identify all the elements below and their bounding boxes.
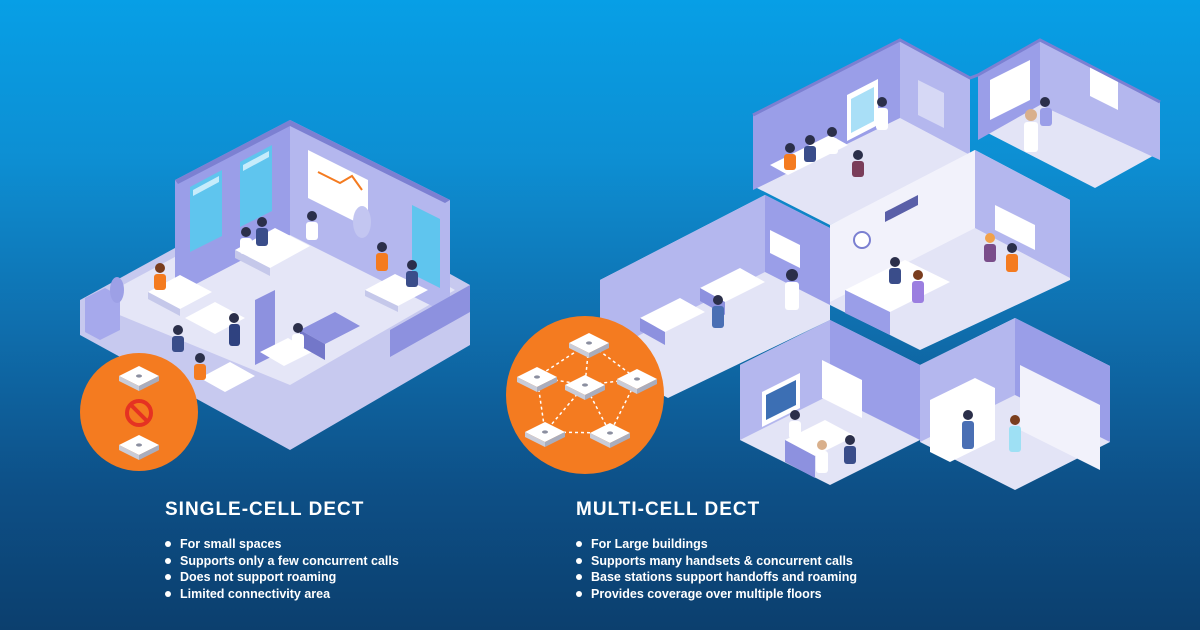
multi-cell-badge [506, 316, 664, 474]
single-cell-title: SINGLE-CELL DECT [165, 499, 365, 520]
feature-item: Supports many handsets & concurrent call… [576, 553, 857, 570]
feature-item: For Large buildings [576, 536, 857, 553]
feature-item: Limited connectivity area [165, 586, 399, 603]
multi-cell-title: MULTI-CELL DECT [576, 499, 761, 520]
feature-item: Does not support roaming [165, 569, 399, 586]
single-cell-badge [80, 353, 198, 471]
feature-item: Provides coverage over multiple floors [576, 586, 857, 603]
feature-item: For small spaces [165, 536, 399, 553]
feature-item: Supports only a few concurrent calls [165, 553, 399, 570]
no-symbol-icon [125, 399, 153, 427]
hospital-illustration [600, 38, 1161, 490]
feature-item: Base stations support handoffs and roami… [576, 569, 857, 586]
multi-cell-feature-list: For Large buildings Supports many handse… [576, 536, 857, 602]
single-cell-feature-list: For small spaces Supports only a few con… [165, 536, 399, 602]
